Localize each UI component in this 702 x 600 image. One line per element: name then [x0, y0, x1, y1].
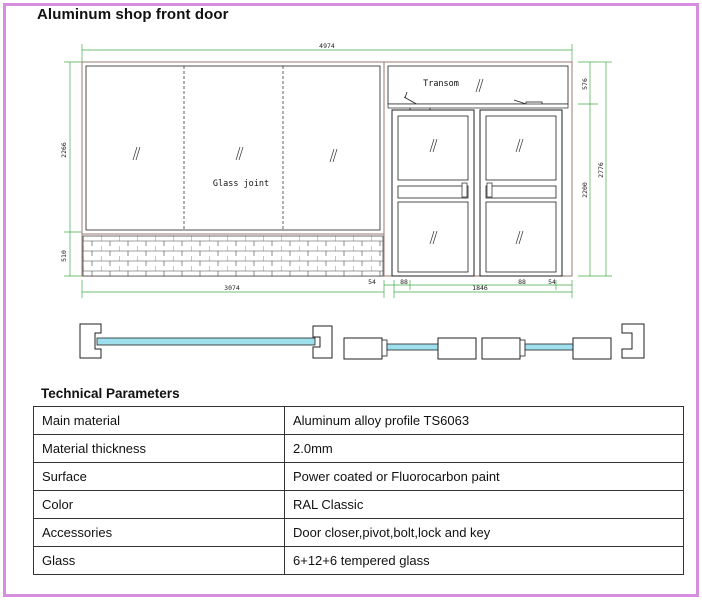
param-value: 2.0mm — [284, 434, 684, 463]
param-key: Accessories — [33, 518, 285, 547]
param-key: Color — [33, 490, 285, 519]
dimension-lines — [64, 44, 612, 298]
param-value: Door closer,pivot,bolt,lock and key — [284, 518, 684, 547]
table-row: Color RAL Classic — [33, 490, 684, 519]
door-assembly — [383, 61, 573, 277]
table-row: Material thickness 2.0mm — [33, 434, 684, 463]
dim-overall-width: 4974 — [319, 42, 335, 50]
param-value: RAL Classic — [284, 490, 684, 519]
page-title: Aluminum shop front door — [37, 6, 229, 23]
params-title: Technical Parameters — [41, 386, 180, 401]
fixed-glazing — [81, 61, 385, 235]
table-row: Accessories Door closer,pivot,bolt,lock … — [33, 518, 684, 547]
dim-transom-height: 576 — [581, 78, 589, 90]
param-key: Surface — [33, 462, 285, 491]
params-table: Main material Aluminum alloy profile TS6… — [33, 406, 684, 575]
param-value: Power coated or Fluorocarbon paint — [284, 462, 684, 491]
dim-frame-54-base: 54 — [368, 278, 376, 286]
dim-fixed-width: 3074 — [224, 284, 240, 292]
brick-base — [81, 233, 385, 277]
table-row: Surface Power coated or Fluorocarbon pai… — [33, 462, 684, 491]
table-row: Glass 6+12+6 tempered glass — [33, 546, 684, 575]
param-value: Aluminum alloy profile TS6063 — [284, 406, 684, 435]
param-key: Material thickness — [33, 434, 285, 463]
page-frame — [3, 3, 699, 597]
param-key: Glass — [33, 546, 285, 575]
dim-glass-height: 2266 — [60, 142, 68, 158]
dim-gap-88-right: 88 — [518, 278, 526, 286]
dim-frame-54-right: 54 — [548, 278, 556, 286]
param-value: 6+12+6 tempered glass — [284, 546, 684, 575]
param-key: Main material — [33, 406, 285, 435]
dim-door-height: 2200 — [581, 182, 589, 198]
transom-label: Transom — [423, 79, 459, 89]
glass-joint-label: Glass joint — [213, 179, 269, 189]
dim-gap-88-left: 88 — [400, 278, 408, 286]
table-row: Main material Aluminum alloy profile TS6… — [33, 406, 684, 435]
dim-door-width: 1846 — [472, 284, 488, 292]
plan-section — [79, 323, 645, 360]
dim-overall-height: 2776 — [597, 162, 605, 178]
dim-base-height: 510 — [60, 250, 68, 262]
elevation-drawing: 4974 2266 510 54 576 2200 2776 3074 54 8… — [60, 42, 645, 360]
